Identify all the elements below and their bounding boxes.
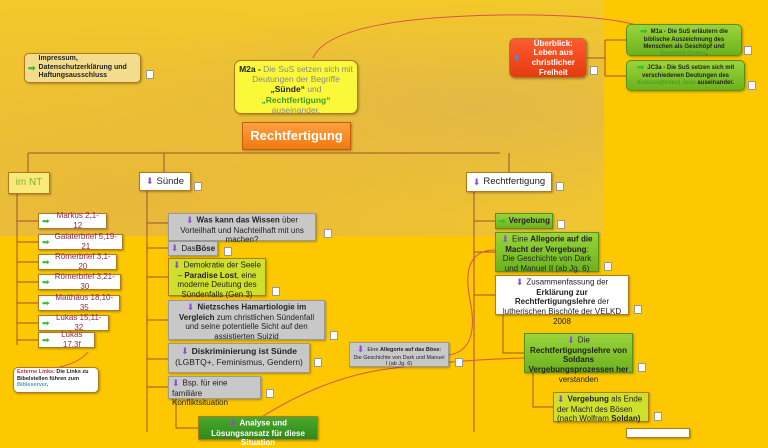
arrow-right-icon: ➡ [42,276,50,287]
topic-nietzsche[interactable]: ⬇Nietzsches Hamartiologie im Vergleich z… [168,300,325,341]
external-links-note: Externe Links: Die Links zu Bibelstellen… [13,367,99,393]
arrow-down-icon: ⬇ [172,378,180,388]
bible-link[interactable]: ➡Markus 2,1-12 [38,211,107,230]
connector-lines [16,14,641,432]
note-icon[interactable] [748,81,756,90]
arrow-up-icon: ⬆ [513,52,521,63]
arrow-down-icon: ⬇ [515,277,524,287]
note-icon[interactable] [324,229,332,238]
arrow-down-icon: ⬇ [186,215,194,225]
topic-allegorie-boese[interactable]: ⬇Eine Allegorie auf das Böse: Die Geschi… [349,342,449,367]
note-icon[interactable] [330,331,338,340]
note-icon[interactable] [654,412,662,421]
note-icon[interactable] [557,220,565,229]
arrow-right-icon: ➡ [640,26,648,36]
arrow-down-icon: ⬇ [145,176,154,187]
note-icon[interactable] [146,70,154,79]
arrow-down-icon: ⬇ [181,346,189,357]
note-icon[interactable] [455,358,463,367]
note-icon[interactable] [590,66,598,75]
arrow-down-icon: ⬇ [567,335,575,345]
note-icon[interactable] [194,182,202,191]
arrow-right-icon: ➡ [42,334,50,345]
goal-m2a-node[interactable]: M2a - Die SuS setzen sich mit Deutungen … [234,60,358,115]
note-icon[interactable] [224,247,232,256]
bible-link[interactable]: ➡Galaterbrief 5,19-21 [38,232,123,251]
central-topic[interactable]: Rechtfertigung [242,122,351,150]
topic-demokratie[interactable]: ⬇Demokratie der Seele – Paradise Lost, e… [168,258,266,299]
arrow-down-icon: ⬇ [501,234,510,244]
background-painting [0,0,604,236]
bible-link[interactable]: ➡Römerbrief 3,1-20 [38,252,117,271]
topic-zusammenfassung[interactable]: ⬇Zusammenfassung der Erklärung zur Recht… [495,275,629,326]
goal-m1a-node[interactable]: ➡M1a - Die SuS erläutern die biblische A… [626,24,742,57]
overview-node[interactable]: ⬆Überblick: Leben aus christlicher Freih… [509,38,587,78]
goal-jc3a-node[interactable]: ➡JC3a - Die SuS setzen sich mit verschie… [626,60,745,91]
topic-boese[interactable]: ⬇Das Böse [168,241,218,256]
note-icon[interactable] [604,262,612,271]
arrow-down-icon: ⬇ [228,418,237,428]
arrow-right-icon: ➡ [42,215,50,226]
branch-suende[interactable]: ⬇Sünde [139,172,191,191]
note-icon[interactable] [272,287,280,296]
note-icon[interactable] [744,46,752,55]
arrow-down-icon: ⬇ [173,260,181,270]
branch-im-nt[interactable]: im NT [8,172,50,194]
topic-allegorie-vergebung[interactable]: ⬇Eine Allegorie auf die Macht der Vergeb… [495,232,599,273]
topic-soldan-lehre[interactable]: ⬇Die Rechtfertigungslehre von Soldans Ve… [524,333,633,384]
note-icon[interactable] [638,363,646,372]
arrow-right-icon: ➡ [42,317,50,328]
bible-link[interactable]: ➡Römerbrief 3,21-30 [38,272,121,291]
bible-link[interactable]: ➡Lukas 17,3f [38,330,95,349]
arrow-down-icon: ⬇ [356,344,365,354]
arrow-right-icon: ➡ [28,62,36,73]
bible-link[interactable]: ➡Lukas 15,11-32 [38,313,109,332]
topic-partial[interactable] [626,428,690,438]
topic-wissen[interactable]: ⬇Was kann das Wissen über Vorteilhaft un… [168,213,316,244]
topic-analyse[interactable]: ⬇Analyse und Lösungsansatz für diese Sit… [198,416,318,447]
bible-link[interactable]: ➡Matthäus 18,10-35 [38,293,120,312]
arrow-down-icon: ⬇ [557,394,565,404]
note-icon[interactable] [556,182,564,191]
arrow-down-icon: ⬇ [170,243,179,254]
arrow-right-icon: ➡ [42,236,50,247]
topic-konflikt[interactable]: ⬇Bsp. für eine familiäre Konfliktsituati… [168,376,261,407]
topic-diskriminierung[interactable]: ⬇Diskriminierung ist Sünde (LGBTQ+, Femi… [168,343,310,373]
impressum-node[interactable]: ➡Impressum, Datenschutzerklärung und Haf… [24,53,141,83]
arrow-right-icon: ➡ [42,256,50,267]
topic-vergebung-ende[interactable]: ⬇Vergebung als Ende der Macht des Bösen … [553,392,649,423]
arrow-right-icon: ➡ [498,215,506,226]
note-icon[interactable] [266,389,274,398]
arrow-down-icon: ⬇ [472,176,481,187]
note-icon[interactable] [634,305,642,314]
topic-vergebung[interactable]: ➡Vergebung [495,213,553,229]
arrow-right-icon: ➡ [42,297,50,308]
arrow-down-icon: ⬇ [186,302,195,312]
branch-rechtfertigung[interactable]: ⬇Rechtfertigung [466,172,552,192]
note-icon[interactable] [314,358,322,367]
arrow-right-icon: ➡ [636,62,645,72]
